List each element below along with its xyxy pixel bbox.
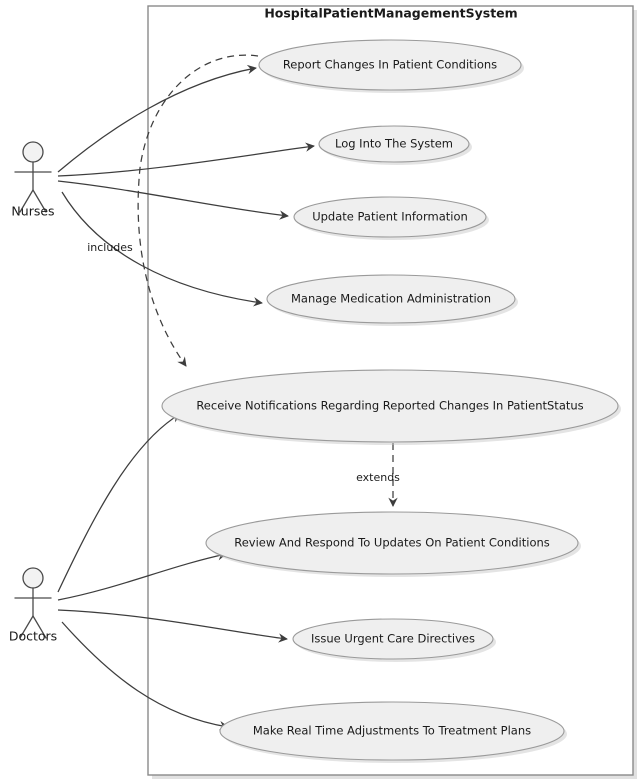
use-case-issue-urgent-care-directives[interactable]: Issue Urgent Care Directives [292,618,496,662]
use-case-update-patient-information[interactable]: Update Patient Information [293,196,489,240]
rel-includes-label: includes [87,241,133,254]
actor-legs-icon [19,189,47,213]
actor-head-icon [22,567,44,589]
actor-doctors[interactable]: Doctors [9,567,57,644]
use-case-label: Log Into The System [335,137,453,151]
actor-doctors-label: Doctors [9,629,57,644]
rel-extends-label: extends [356,471,400,484]
use-case-ellipse[interactable] [219,701,565,761]
actor-head-icon [22,141,44,163]
assoc-doctors-notif [57,413,181,593]
dependency-lines: includes extends [87,54,400,507]
use-case-ellipse[interactable] [258,39,522,91]
actor-legs-icon [19,615,47,639]
assoc-doctors-issue [57,609,288,643]
use-case-report-changes[interactable]: Report Changes In Patient Conditions [258,39,524,93]
use-case-make-real-time-adjustments[interactable]: Make Real Time Adjustments To Treatment … [219,701,567,763]
use-case-review-and-respond[interactable]: Review And Respond To Updates On Patient… [205,511,581,577]
use-case-label: Report Changes In Patient Conditions [283,58,497,72]
use-case-ellipse[interactable] [161,369,619,443]
use-case-ellipse[interactable] [266,274,516,324]
use-case-label: Make Real Time Adjustments To Treatment … [253,724,531,738]
use-case-ellipse[interactable] [318,125,470,163]
use-case-ellipse[interactable] [292,618,494,660]
assoc-nurses-login [57,142,315,177]
rel-includes-line [137,54,259,367]
assoc-nurses-update [57,180,289,220]
use-case-ellipse[interactable] [293,196,487,238]
use-case-manage-medication-administration[interactable]: Manage Medication Administration [266,274,518,326]
actor-nurses[interactable]: Nurses [11,141,55,219]
use-case-label: Update Patient Information [312,210,468,224]
use-case-log-into-the-system[interactable]: Log Into The System [318,125,472,165]
use-case-label: Issue Urgent Care Directives [311,632,475,646]
use-case-ellipse[interactable] [205,511,579,575]
assoc-nurses-report [57,64,257,173]
actor-nurses-label: Nurses [11,204,54,219]
assoc-doctors-review [57,551,227,601]
use-case-label: Review And Respond To Updates On Patient… [234,536,550,550]
use-case-label: Receive Notifications Regarding Reported… [196,399,583,413]
assoc-nurses-medication [61,191,263,307]
system-boundary-title: HospitalPatientManagementSystem [264,6,517,21]
use-case-nodes: Report Changes In Patient Conditions Log… [161,39,621,763]
assoc-doctors-adjust [61,621,229,731]
use-case-receive-notifications[interactable]: Receive Notifications Regarding Reported… [161,369,621,445]
use-case-label: Manage Medication Administration [291,292,491,306]
association-lines [57,64,315,731]
